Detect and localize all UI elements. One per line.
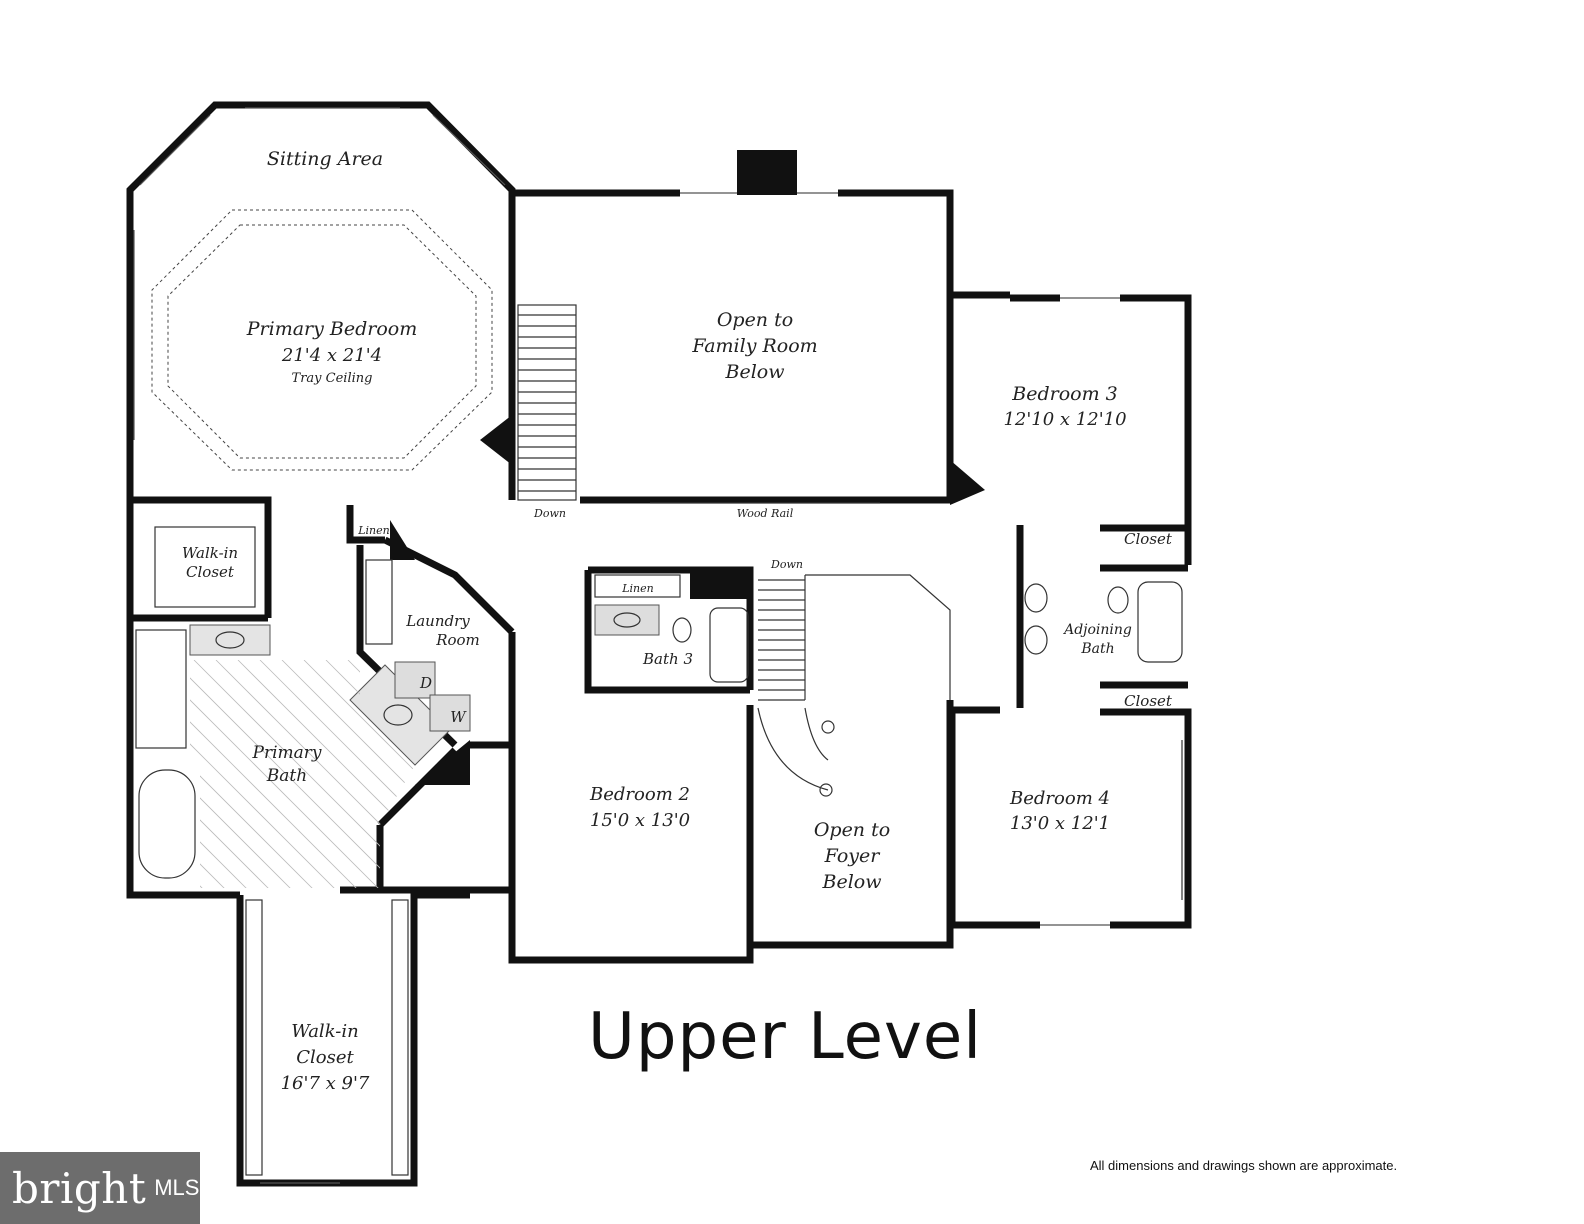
family-room-walls [508, 150, 1010, 504]
logo-mls: MLS [154, 1175, 200, 1200]
laundry-line1: Laundry [405, 612, 470, 630]
floor-tile-line [612, 660, 842, 890]
floor-tile-line [590, 660, 820, 890]
floor-tile-line [0, 660, 138, 890]
floor-tile-line [876, 660, 1106, 890]
family-room-line3: Below [725, 361, 785, 383]
laundry-walls [365, 520, 515, 732]
primary-bath-walls [0, 496, 1106, 899]
floor-tile-line [458, 660, 688, 890]
floor-tile-line [190, 660, 227, 888]
linen2-label: Linen [621, 582, 654, 595]
walkin-closet-large-size: 16'7 x 9'7 [281, 1073, 370, 1094]
down-left-label: Down [533, 507, 566, 520]
floor-tile-line [259, 660, 415, 888]
primary-bath-line1: Primary [252, 743, 322, 763]
bedroom4-size: 13'0 x 12'1 [1010, 813, 1110, 834]
closet-lower-label: Closet [1124, 692, 1173, 710]
disclaimer-text: All dimensions and drawings shown are ap… [1090, 1158, 1398, 1173]
bedroom3-label: Bedroom 3 [1011, 383, 1117, 405]
linen1-label: Linen [357, 524, 390, 537]
walkin-closet-large-walls [236, 891, 470, 1187]
closet-upper-label: Closet [1124, 530, 1173, 548]
floor-tile-line [190, 660, 205, 888]
primary-bedroom-label: Primary Bedroom [246, 318, 418, 340]
floor-tile-line [190, 660, 249, 888]
floor-tile-line [190, 660, 403, 888]
walkin-closet-large-line1: Walk-in [291, 1021, 358, 1042]
sitting-area-label: Sitting Area [267, 148, 383, 170]
primary-bedroom-size: 21'4 x 21'4 [281, 345, 382, 366]
floor-tile-line [0, 660, 72, 890]
washer-label: W [450, 708, 467, 726]
floor-tile-line [788, 660, 1018, 890]
floor-tile-line [766, 660, 996, 890]
floor-tile-line [524, 660, 754, 890]
laundry-line2: Room [435, 631, 480, 649]
family-room-line1: Open to [717, 309, 793, 331]
floor-tile-line [190, 660, 381, 888]
floor-tile-line [190, 660, 271, 888]
adjoining-bath-fixtures [1024, 581, 1183, 663]
bath3-bedroom2-walls [470, 566, 754, 964]
logo-wordmark: bright [12, 1163, 147, 1213]
bedroom3-size: 12'10 x 12'10 [1003, 409, 1126, 430]
dryer-label: D [419, 674, 432, 692]
walkin-closet-large-line2: Closet [296, 1047, 354, 1068]
level-title: Upper Level [588, 1000, 983, 1074]
foyer-line2: Foyer [824, 845, 882, 867]
floor-tile-line [0, 660, 50, 890]
primary-bath-line2: Bath [266, 766, 307, 786]
foyer-walls [750, 574, 954, 949]
corner-wedges [415, 415, 985, 785]
down-center-label: Down [770, 558, 803, 571]
floor-tile-line [281, 660, 415, 888]
floor-tile-line [190, 660, 359, 888]
floor-tile-line [568, 660, 798, 890]
fireplace-chimney [737, 150, 797, 195]
floor-tile-line [237, 660, 415, 888]
floor-tile-line [854, 660, 1084, 890]
wood-rail-label: Wood Rail [737, 507, 794, 520]
floor-tile-line [190, 660, 337, 888]
adjoining-bath-line1: Adjoining [1062, 622, 1132, 638]
walkin-closet-small-line1: Walk-in [182, 544, 238, 562]
adjoining-bath-line2: Bath [1080, 641, 1114, 657]
floor-tile-line [303, 660, 415, 888]
bedroom2-size: 15'0 x 13'0 [590, 810, 690, 831]
bath3-label: Bath 3 [642, 650, 693, 668]
bedroom2-label: Bedroom 2 [589, 784, 690, 805]
floor-tile-line [700, 660, 930, 890]
bedroom4-label: Bedroom 4 [1009, 788, 1110, 809]
floor-tile-line [546, 660, 776, 890]
floor-tile-line [0, 660, 116, 890]
floor-tile-line [190, 660, 293, 888]
family-room-line2: Family Room [691, 335, 817, 357]
floor-tile-line [0, 660, 6, 890]
floor-tile-line [0, 660, 94, 890]
floor-tile-line [0, 660, 28, 890]
walkin-closet-small-line2: Closet [186, 563, 235, 581]
floor-tile-line [502, 660, 732, 890]
foyer-line1: Open to [814, 819, 890, 841]
foyer-line3: Below [822, 871, 882, 893]
bright-mls-logo: bright MLS [0, 1152, 200, 1224]
floor-tile-line [0, 660, 182, 890]
tray-ceiling-note: Tray Ceiling [292, 371, 373, 386]
stairs-left [518, 314, 576, 492]
